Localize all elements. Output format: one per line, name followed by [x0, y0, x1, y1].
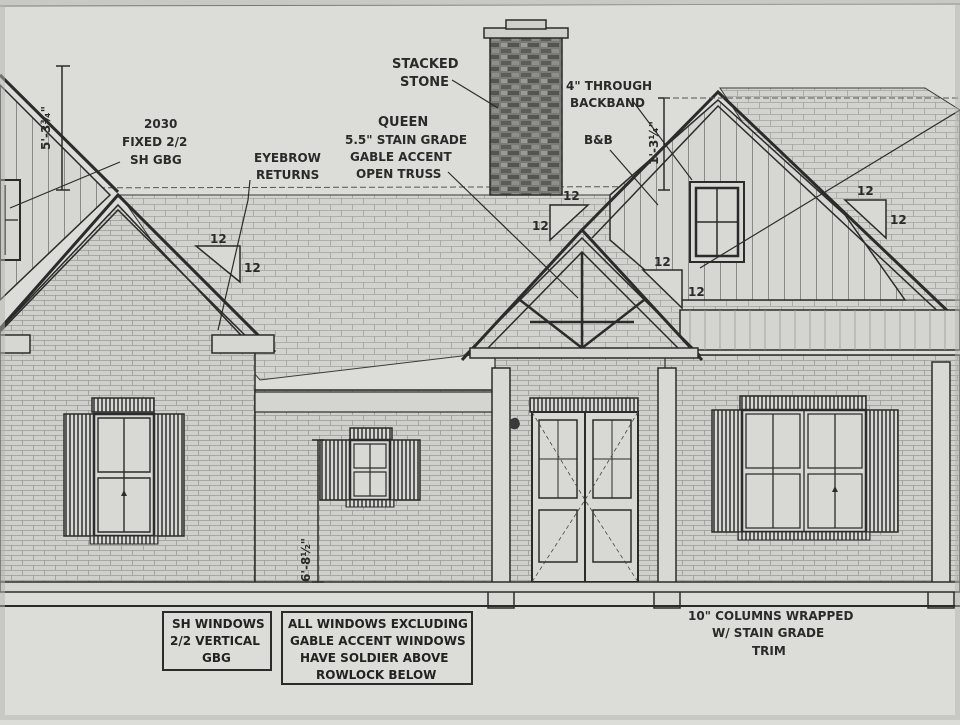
note-sh-2: 2/2 VERTICAL [170, 634, 260, 648]
leader-2030 [9, 161, 121, 209]
porch-beam [469, 347, 699, 359]
dim-line-window [312, 439, 324, 583]
pitch-run-right: 12 [688, 285, 705, 299]
label-stain-grade: 5.5" STAIN GRADE [345, 133, 467, 147]
note-all-4: ROWLOCK BELOW [316, 668, 436, 682]
far-left-gable [0, 83, 112, 302]
left-window-rowlock [89, 535, 159, 545]
right-gable-wall [609, 98, 907, 301]
column-right [657, 367, 677, 587]
dim-window-height: 6'-8½" [299, 538, 313, 582]
label-trim: TRIM [752, 644, 786, 658]
note-box-sh-windows [162, 611, 272, 671]
label-sh-gbg: SH GBG [130, 153, 182, 167]
right-window-arrow-icon [832, 486, 838, 492]
right-window-soldier [739, 395, 867, 411]
dim-left-gable: 5'-3¾" [39, 106, 53, 150]
dim-right-gable: 1'-3¼" [647, 121, 661, 165]
right-window-rowlock [737, 531, 871, 541]
pitch-triangle-porch [549, 204, 590, 242]
note-all-3: HAVE SOLDIER ABOVE [300, 651, 449, 665]
center-window-shutter-l [319, 439, 351, 501]
label-gable-accent: GABLE ACCENT [350, 150, 452, 164]
note-all-1: ALL WINDOWS EXCLUDING [288, 617, 468, 631]
note-all-2: GABLE ACCENT WINDOWS [290, 634, 466, 648]
left-gable-fascia [0, 192, 277, 354]
column-left [491, 367, 511, 587]
pitch-run-far-right: 12 [890, 213, 907, 227]
right-window-sash [745, 410, 863, 532]
label-stain-trim: W/ STAIN GRADE [712, 626, 824, 640]
label-queen: QUEEN [378, 115, 428, 130]
left-gable-fascia-inner [0, 208, 263, 353]
watertable [0, 581, 960, 593]
note-sh-3: GBG [202, 651, 231, 665]
right-gable-fascia [578, 89, 957, 320]
center-window-sash [353, 443, 387, 497]
center-window-shutter-r [389, 439, 421, 501]
center-window-rowlock [345, 499, 395, 508]
left-window-shutter-l [63, 413, 95, 537]
door-panel-right [592, 509, 632, 563]
dim-line-left [56, 65, 70, 191]
eyebrow-return-right [211, 334, 275, 354]
left-window-arrow-icon [121, 490, 127, 496]
label-fixed: FIXED 2/2 [122, 135, 187, 149]
middle-frieze [254, 391, 496, 413]
leader-bb [609, 149, 659, 206]
leader-queen [447, 171, 579, 299]
label-bb: B&B [584, 133, 613, 147]
label-stone: STONE [400, 75, 449, 90]
metal-seams [689, 310, 946, 350]
pitch-triangle-left [193, 245, 241, 284]
left-window-soldier [91, 397, 155, 413]
eyebrow-return-left [0, 334, 31, 354]
pitch-run-left: 12 [244, 261, 261, 275]
right-gable-fascia-inner [591, 104, 946, 319]
label-open-truss: OPEN TRUSS [356, 167, 441, 181]
label-4-through: 4" THROUGH [566, 79, 652, 93]
far-left-fascia [0, 73, 120, 194]
pitch-triangle-far-right [843, 199, 887, 240]
porch-metal-roof [679, 309, 960, 351]
column-far-right [931, 361, 951, 587]
label-2030: 2030 [144, 117, 177, 131]
note-box-all-windows [281, 611, 473, 685]
ridge-line [0, 185, 960, 189]
pitch-run-porch: 12 [532, 219, 549, 233]
stone-chimney [489, 34, 563, 196]
right-window-shutter-r [865, 409, 899, 533]
porch-gable-fascia [460, 227, 704, 362]
pitch-rise-right: 12 [654, 255, 671, 269]
porch-light-icon [510, 417, 520, 430]
label-eyebrow: EYEBROW [254, 151, 321, 165]
door-soldier-course [529, 397, 639, 413]
leader-backband [631, 99, 693, 181]
leader-right-roof [699, 109, 960, 269]
label-stacked: STACKED [392, 57, 459, 72]
leader-eyebrow [217, 179, 251, 331]
label-returns: RETURNS [256, 168, 319, 182]
door-glass-right-grid [593, 420, 631, 498]
gable-window-grid [696, 188, 738, 256]
door-panel-left [538, 509, 578, 563]
pitch-rise-porch: 12 [563, 189, 580, 203]
left-window-shutter-r [153, 413, 185, 537]
label-columns: 10" COLUMNS WRAPPED [688, 609, 853, 623]
label-backband: BACKBAND [570, 96, 645, 110]
left-sh-window-sash [97, 417, 151, 533]
open-truss [519, 252, 645, 349]
center-window-soldier [349, 427, 393, 441]
pitch-triangle-right [641, 269, 683, 310]
leader-stone [451, 79, 499, 109]
pitch-rise-far-right: 12 [857, 184, 874, 198]
pitch-rise-left: 12 [210, 232, 227, 246]
note-sh-1: SH WINDOWS [172, 617, 265, 631]
chimney-crown [505, 19, 547, 30]
door-glass-left-grid [539, 420, 577, 498]
right-window-shutter-l [711, 409, 743, 533]
